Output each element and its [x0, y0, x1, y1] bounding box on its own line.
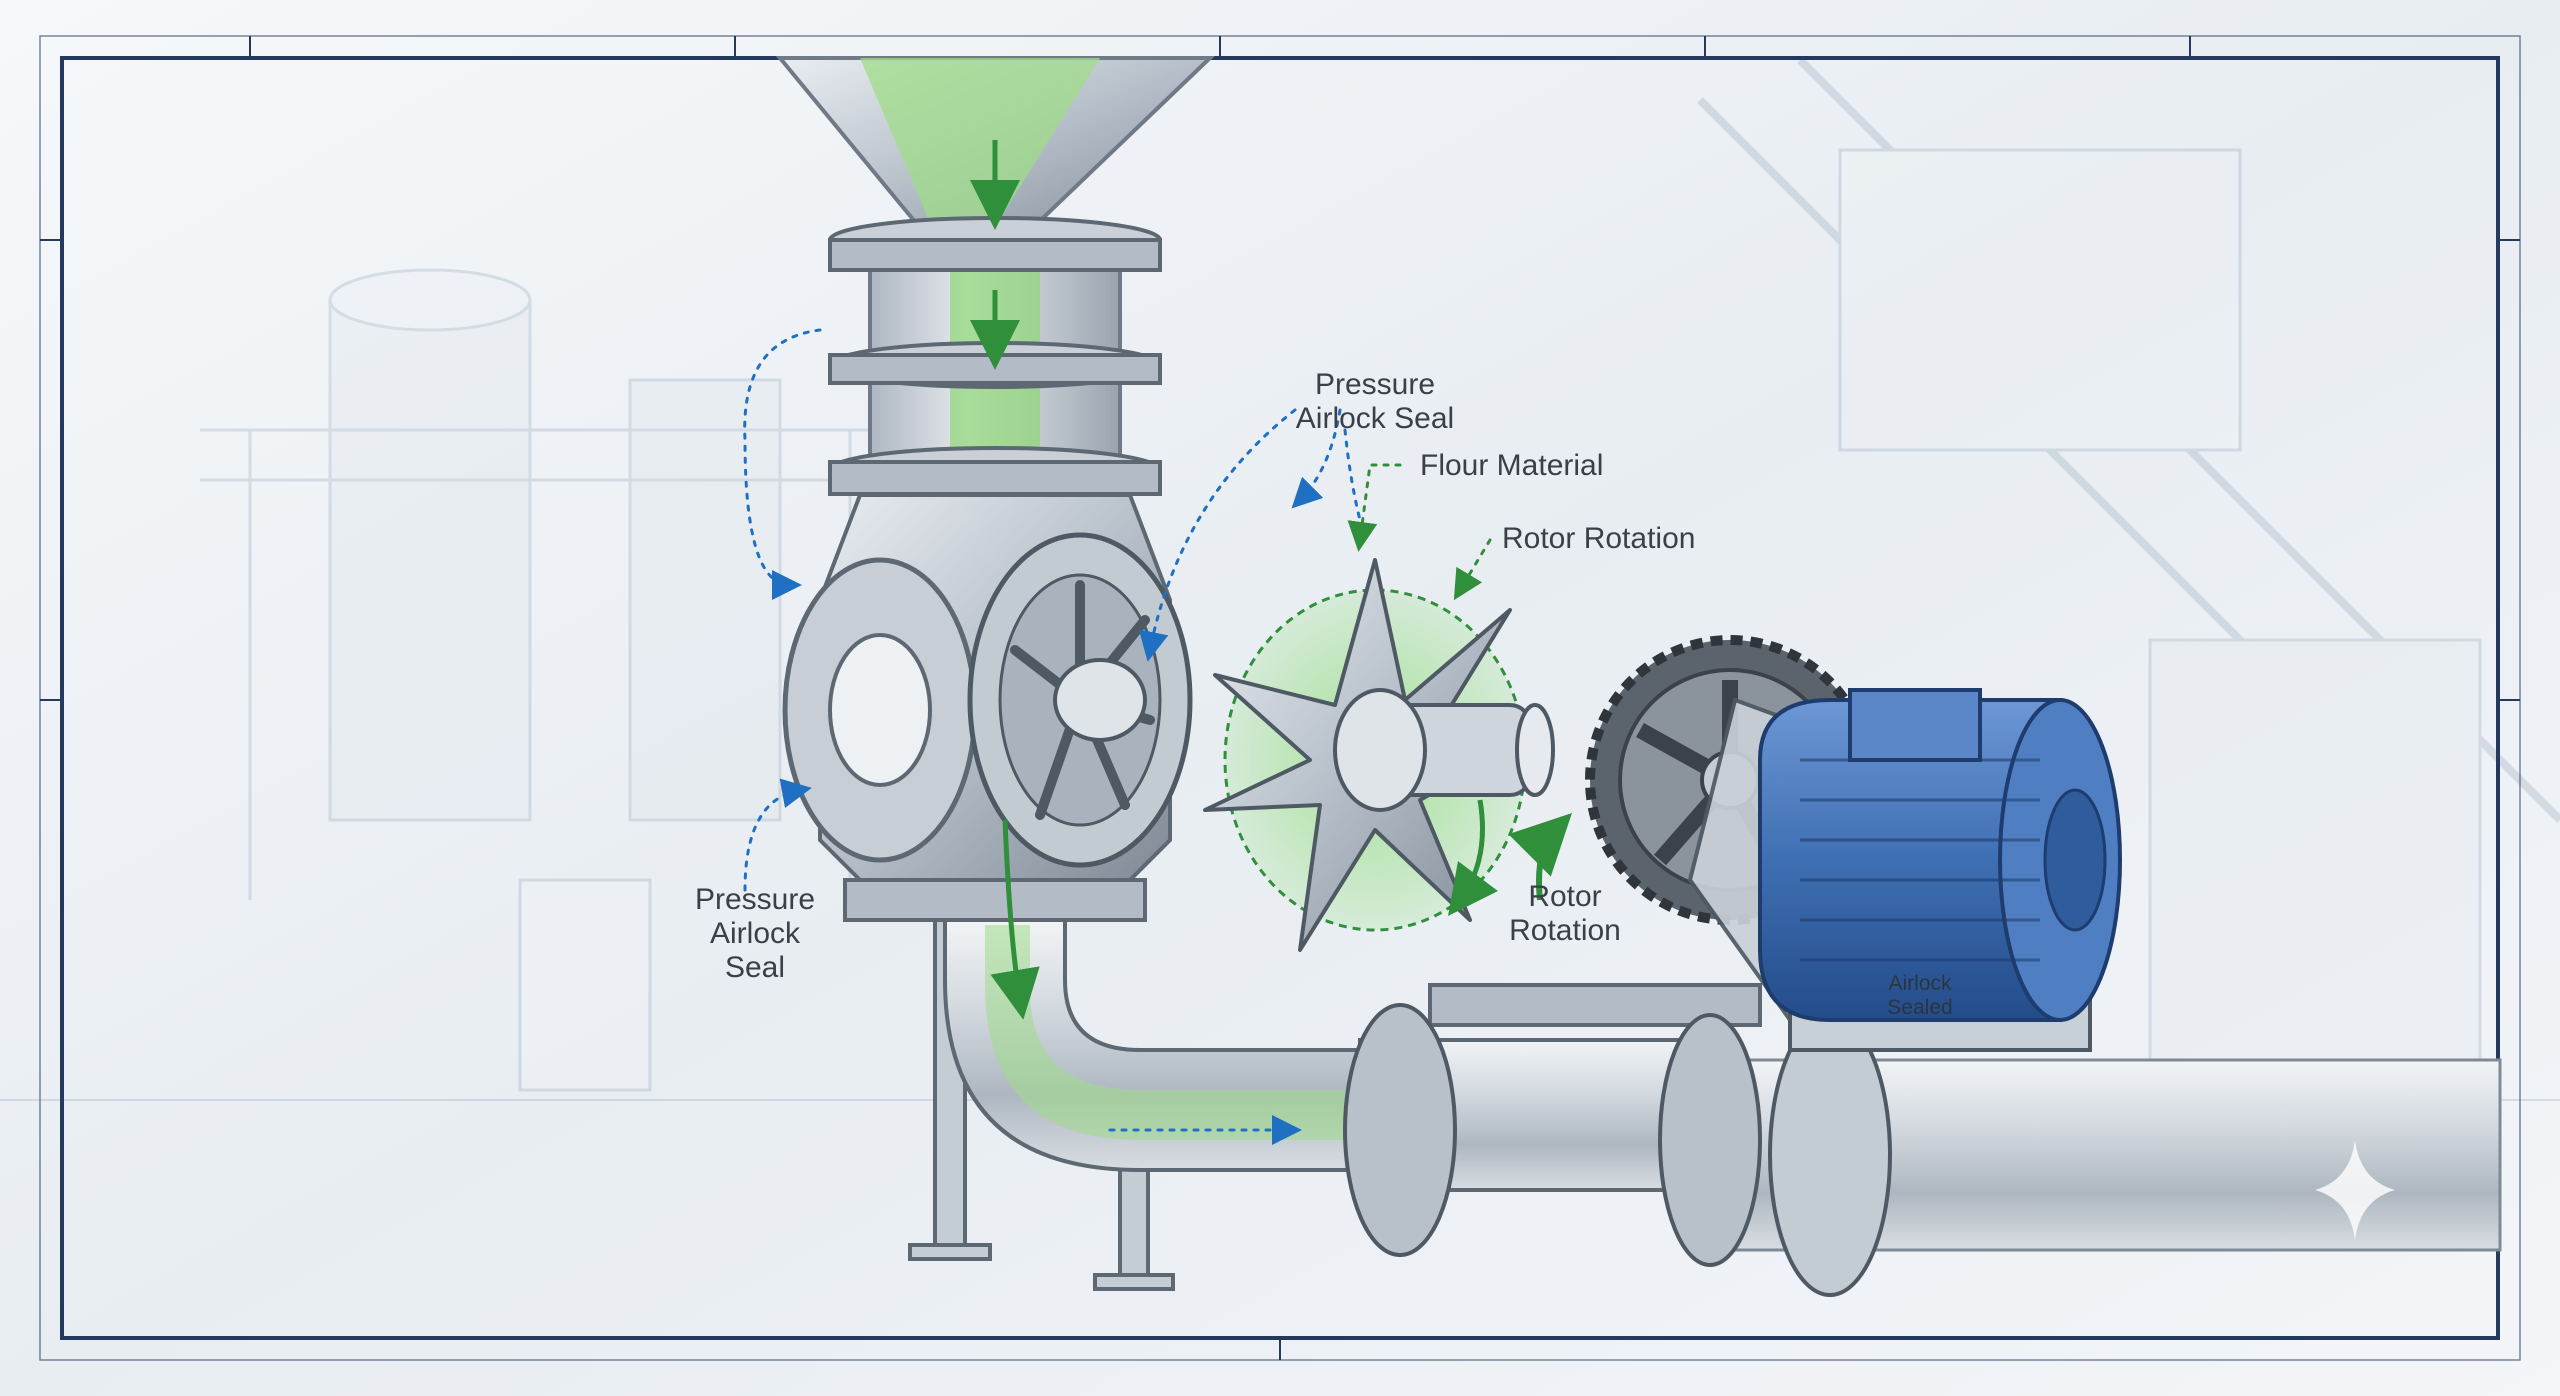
label-flour-material: Flour Material	[1420, 449, 1603, 483]
label-rotor-rotation-top: Rotor Rotation	[1502, 522, 1695, 556]
label-pressure-airlock-seal-top: Pressure Airlock Seal	[1270, 368, 1480, 436]
rotary-airlock-valve	[785, 495, 1190, 920]
label-airlock-sealed: Airlock Sealed	[1870, 972, 1970, 1020]
label-pressure-airlock-seal-left: Pressure Airlock Seal	[660, 883, 850, 985]
inlet-column	[830, 218, 1160, 494]
label-rotor-rotation-bottom: Rotor Rotation	[1490, 880, 1640, 948]
